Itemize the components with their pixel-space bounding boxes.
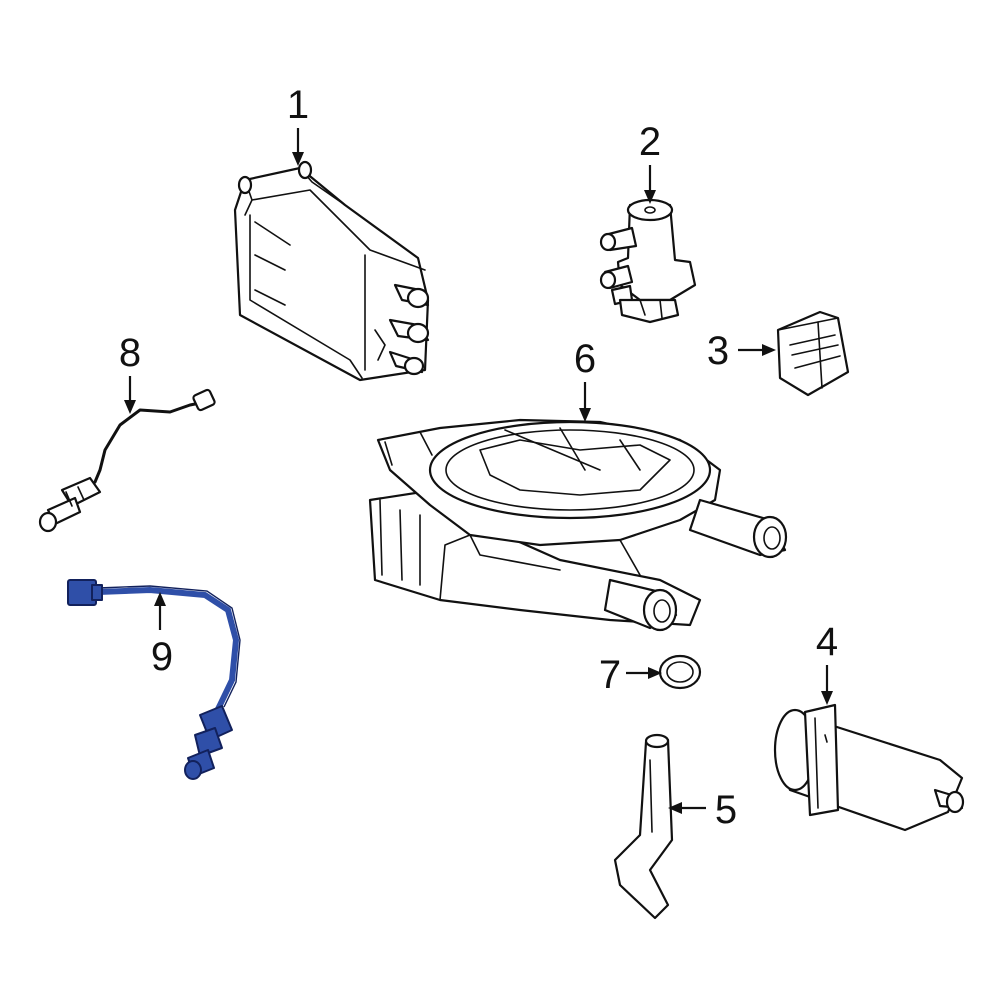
- part-6-fuel-pump-module[interactable]: [368, 418, 788, 632]
- part-7-o-ring-seal[interactable]: [658, 654, 702, 690]
- callout-1[interactable]: 1: [287, 83, 309, 127]
- callout-9[interactable]: 9: [151, 635, 173, 679]
- part-5-vent-hose[interactable]: [613, 733, 674, 920]
- callout-5[interactable]: 5: [715, 788, 737, 832]
- callout-4[interactable]: 4: [816, 620, 838, 664]
- part-3-connector-clip[interactable]: [776, 310, 850, 397]
- callout-8[interactable]: 8: [119, 331, 141, 375]
- callout-2[interactable]: 2: [639, 120, 661, 164]
- part-9-downstream-oxygen-sensor[interactable]: [67, 579, 241, 780]
- callout-6[interactable]: 6: [574, 337, 596, 381]
- part-4-fuel-filter[interactable]: [773, 703, 965, 832]
- part-2-purge-valve[interactable]: [599, 198, 697, 324]
- callout-labels: 1 2 3 4 5 6 7 8 9: [119, 83, 838, 832]
- part-1-vapor-canister[interactable]: [233, 160, 430, 382]
- callout-3[interactable]: 3: [707, 329, 729, 373]
- callout-7[interactable]: 7: [599, 653, 621, 697]
- part-8-upstream-oxygen-sensor[interactable]: [38, 388, 216, 533]
- leader-lines: [124, 128, 833, 814]
